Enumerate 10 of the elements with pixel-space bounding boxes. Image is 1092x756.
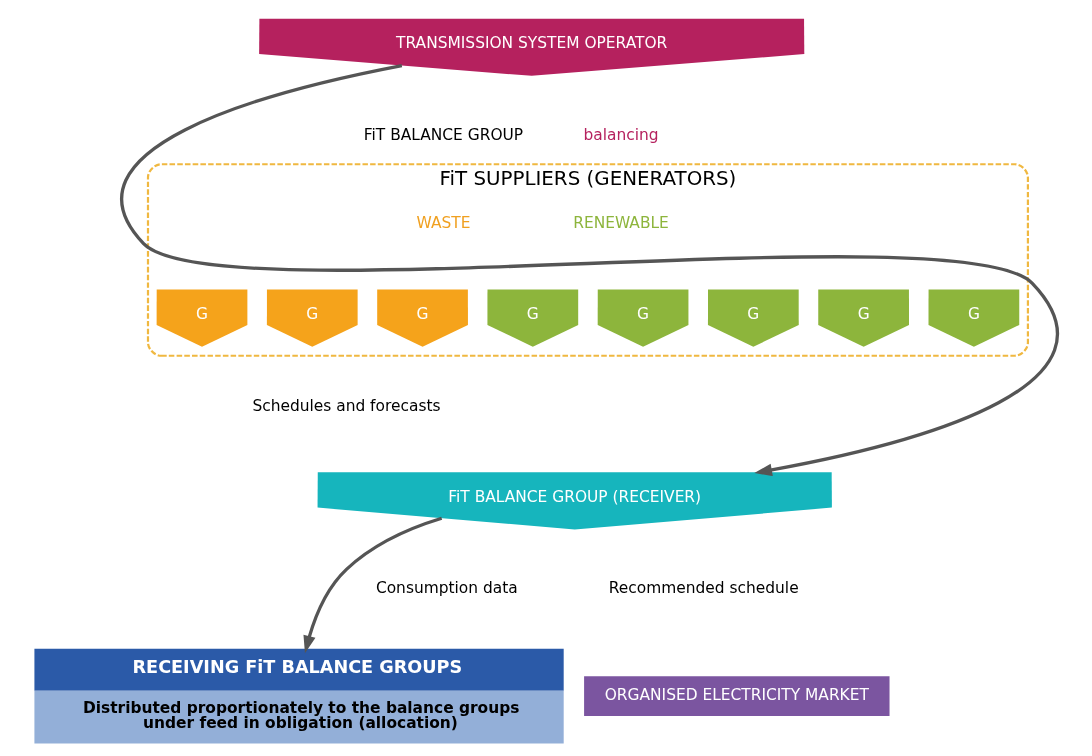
label: RENEWABLE bbox=[573, 213, 669, 232]
node-box: ORGANISED ELECTRICITY MARKET bbox=[584, 676, 890, 716]
arrow bbox=[303, 516, 443, 654]
label: Consumption data bbox=[375, 579, 518, 598]
label: balancing bbox=[583, 125, 659, 144]
arrow bbox=[121, 63, 1059, 477]
label: WASTE bbox=[416, 213, 471, 232]
label: FiT BALANCE GROUP bbox=[363, 125, 524, 144]
label: Recommended schedule bbox=[608, 579, 799, 598]
label: Schedules and forecasts bbox=[252, 396, 441, 415]
